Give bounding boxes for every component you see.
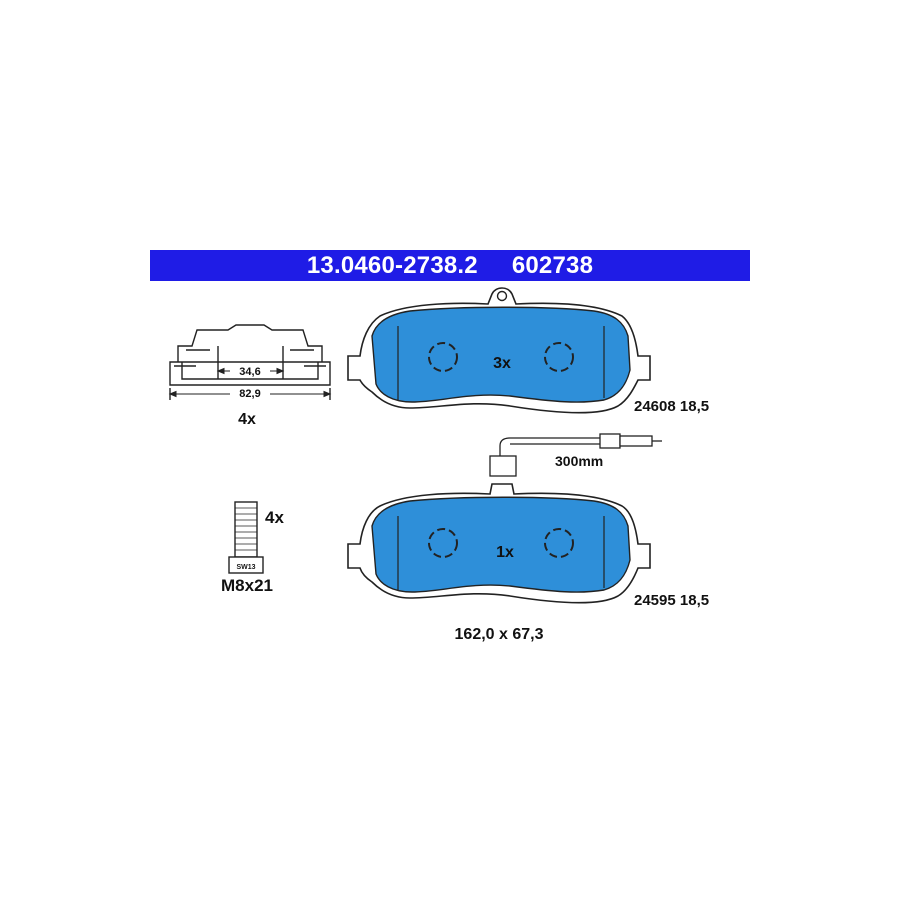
pad-top-friction (371, 306, 631, 403)
clip-dim-inner-bg (230, 364, 270, 378)
pad-bottom-code: 24595 18,5 (634, 592, 709, 609)
wear-sensor-drawing (489, 433, 662, 477)
bolt-quantity: 4x (265, 508, 284, 527)
pad-bottom-friction (371, 496, 631, 593)
pad-top-code: 24608 18,5 (634, 398, 709, 415)
clip-quantity: 4x (238, 411, 256, 428)
bolt-size: M8x21 (221, 576, 273, 595)
pad-dimensions: 162,0 x 67,3 (455, 626, 544, 643)
bolt-head-mark: SW13 (236, 564, 255, 571)
bolt-drawing (228, 501, 264, 574)
pad-bottom-drawing (347, 483, 651, 604)
sensor-length: 300mm (555, 453, 603, 469)
clip-drawing (169, 324, 331, 400)
clip-dim-outer-bg (230, 386, 270, 400)
header-bar: 13.0460-2738.2 602738 (150, 250, 750, 281)
pad-top-quantity: 3x (493, 355, 511, 372)
article-number: 602738 (511, 251, 594, 279)
pad-top-drawing (347, 287, 651, 414)
pad-bottom-quantity: 1x (496, 544, 514, 561)
clip-dim-outer: 82,9 (239, 388, 260, 400)
clip-dim-inner: 34,6 (239, 366, 260, 378)
part-number: 13.0460-2738.2 (306, 251, 478, 279)
